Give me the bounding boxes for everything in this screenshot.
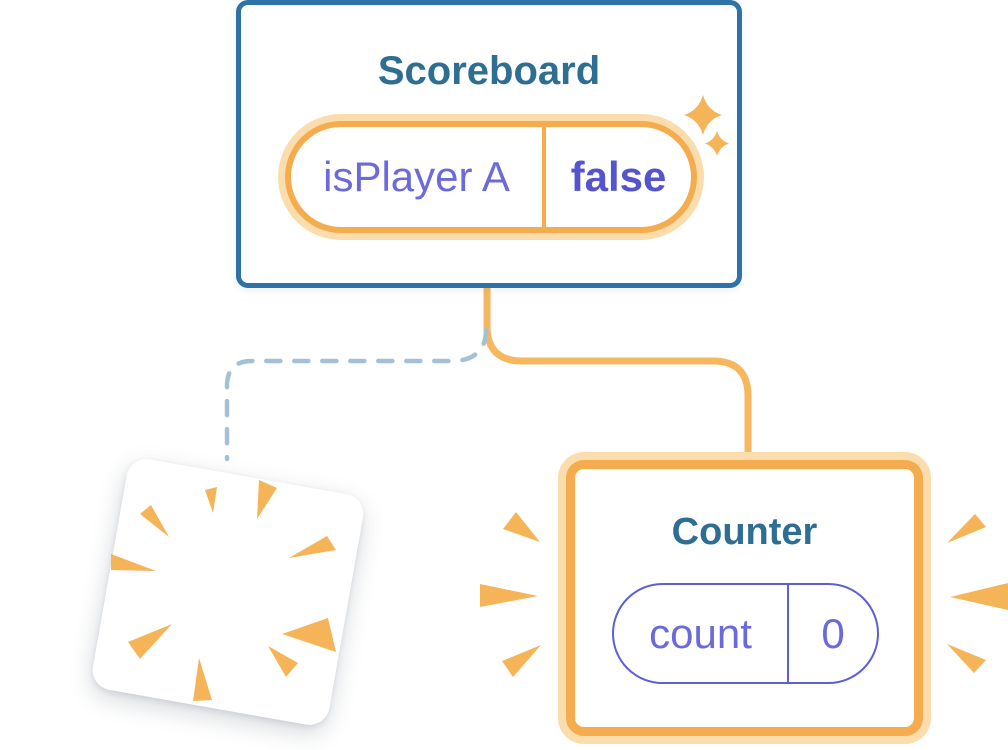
burst-marks-right-icon bbox=[947, 514, 1008, 673]
scoreboard-state-pill: isPlayer A false bbox=[285, 121, 697, 233]
state-label: isPlayer A bbox=[323, 153, 510, 200]
burst-marks-left-icon bbox=[480, 512, 541, 677]
burst-wedge bbox=[480, 584, 538, 607]
scoreboard-title: Scoreboard bbox=[377, 49, 601, 93]
state-value: false bbox=[570, 153, 667, 200]
pill-divider bbox=[787, 585, 789, 682]
burst-wedge bbox=[502, 645, 541, 677]
counter-title: Counter bbox=[671, 511, 818, 553]
pill-divider bbox=[542, 127, 546, 227]
burst-wedge bbox=[947, 514, 986, 543]
removed-component-card bbox=[89, 455, 367, 729]
burst-wedge bbox=[947, 644, 986, 673]
burst-wedge bbox=[950, 583, 1008, 610]
counter-card: Counter count 0 bbox=[566, 460, 923, 736]
connector-scoreboard-counter bbox=[483, 279, 752, 462]
connector-scoreboard-removed-dashed bbox=[224, 327, 489, 462]
burst-wedge bbox=[503, 512, 540, 542]
state-label: count bbox=[649, 609, 752, 657]
scoreboard-card: Scoreboard isPlayer A false bbox=[236, 0, 742, 288]
state-value: 0 bbox=[821, 609, 845, 657]
counter-state-pill: count 0 bbox=[612, 583, 879, 684]
